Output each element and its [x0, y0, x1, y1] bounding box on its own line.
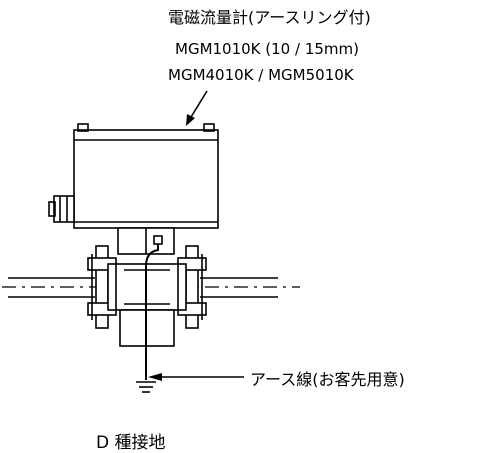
lid-lug-right — [203, 123, 215, 132]
diagram-title: 電磁流量計(アースリング付) — [168, 8, 371, 27]
lid-lug-left — [77, 123, 89, 132]
pointer-arrowhead — [186, 114, 195, 126]
earth-wire — [145, 244, 159, 380]
ground-label: D 種接地 — [96, 433, 166, 453]
earth-wire-label: アース線(お客先用意) — [250, 370, 405, 389]
model-line-1: MGM1010K (10 / 15mm) — [175, 40, 359, 58]
cable-gland — [53, 195, 75, 223]
model-line-2: MGM4010K / MGM5010K — [168, 66, 354, 84]
leader-arrowhead — [148, 373, 162, 381]
converter-housing — [73, 129, 219, 229]
